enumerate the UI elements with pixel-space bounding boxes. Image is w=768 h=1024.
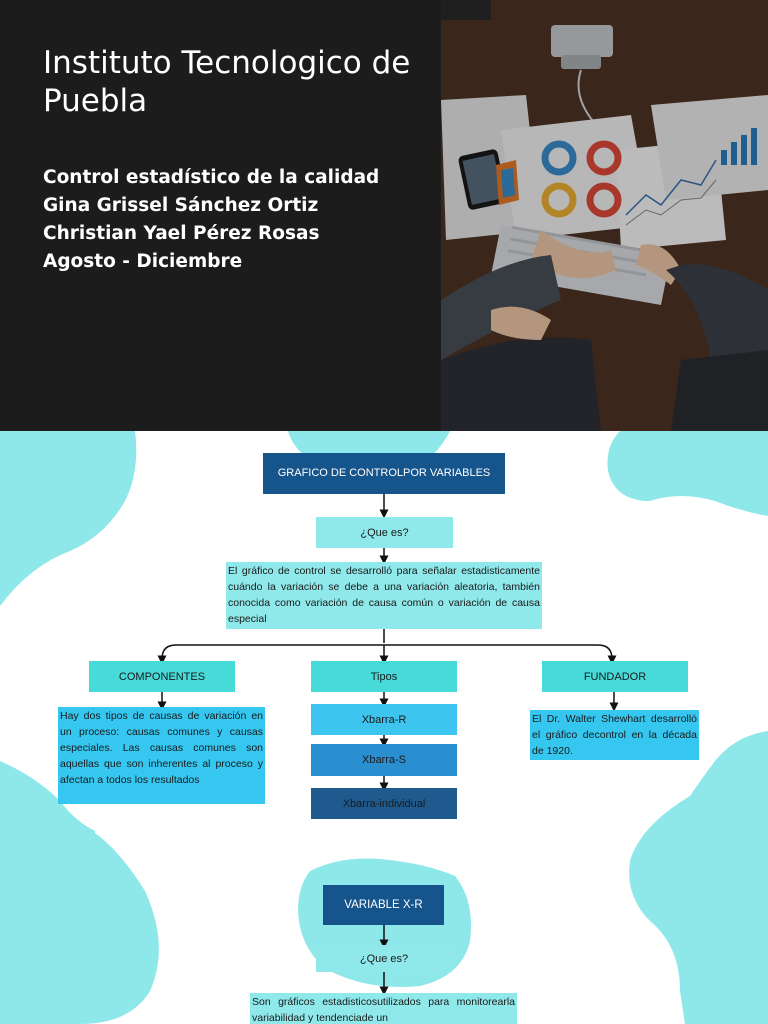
question-node: ¿Que es? (316, 517, 453, 548)
author-1: Gina Grissel Sánchez Ortiz (43, 195, 319, 216)
header-banner: Instituto Tecnologico de Puebla Control … (0, 0, 768, 431)
tipo-xbarra-s: Xbarra-S (311, 744, 457, 776)
second-definition-node: Son gráficos estadisticosutilizados para… (250, 993, 517, 1024)
tipo-xbarra-individual: Xbarra-individual (311, 788, 457, 819)
institute-title: Instituto Tecnologico de Puebla (43, 45, 411, 119)
tipos-node: Tipos (311, 661, 457, 692)
mind-map: GRAFICO DE CONTROLPOR VARIABLES ¿Que es?… (0, 431, 768, 1024)
variable-xr-node: VARIABLE X-R (323, 885, 444, 925)
definition-node: El gráfico de control se desarrolló para… (226, 562, 542, 629)
componentes-text: Hay dos tipos de causas de variación en … (58, 707, 265, 804)
fundador-node: FUNDADOR (542, 661, 688, 692)
subtitle-block: Control estadístico de la calidad Gina G… (43, 164, 438, 276)
componentes-node: COMPONENTES (89, 661, 235, 692)
office-desk-photo (441, 0, 768, 431)
author-2: Christian Yael Pérez Rosas (43, 223, 320, 244)
fundador-text: El Dr. Walter Shewhart desarrolló el grá… (530, 710, 699, 760)
second-question-node: ¿Que es? (316, 945, 452, 972)
semester: Agosto - Diciembre (43, 251, 243, 272)
root-node: GRAFICO DE CONTROLPOR VARIABLES (263, 453, 505, 494)
course-name: Control estadístico de la calidad (43, 167, 380, 188)
connectors (157, 494, 619, 996)
tipo-xbarra-r: Xbarra-R (311, 704, 457, 735)
